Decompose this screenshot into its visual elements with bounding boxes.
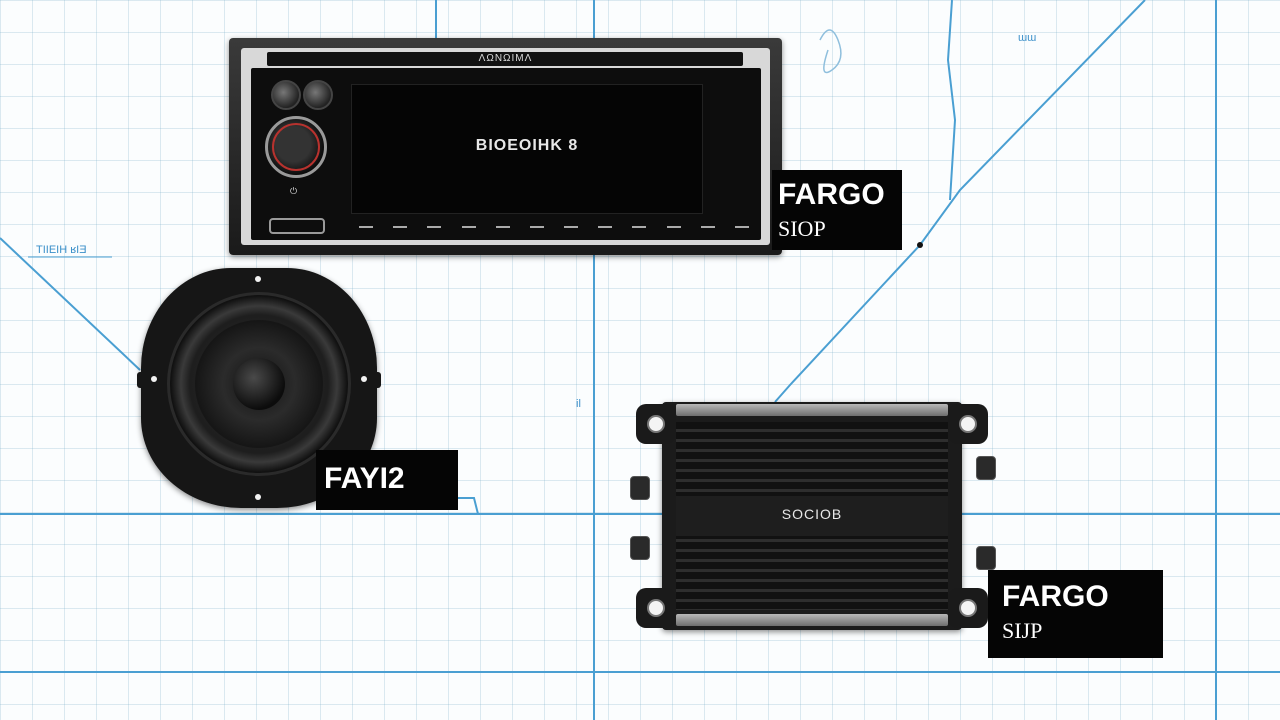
preset-button[interactable] [564, 220, 579, 228]
amp-label-plate: SOCIOB [676, 496, 948, 536]
amp-mount-ear [636, 588, 676, 628]
speaker-label-title: FAYI2 [324, 462, 405, 495]
scribble-mark [819, 29, 842, 74]
annotation-top-right: ɯɯ [1018, 32, 1037, 44]
preset-button[interactable] [632, 220, 647, 228]
head-unit-label-title: FARGO [778, 178, 885, 211]
preset-button[interactable] [598, 220, 613, 228]
amplifier-label: FARGO SIJP [988, 570, 1163, 658]
preset-button[interactable] [461, 220, 476, 228]
speaker-mount-hole [255, 276, 261, 282]
speaker-label: FAYI2 [316, 450, 458, 510]
annotation-center: il [576, 398, 581, 410]
amp-brand: SOCIOB [781, 506, 843, 522]
preset-button[interactable] [666, 220, 681, 228]
disc-slot [267, 52, 743, 66]
amp-mount-ear [948, 404, 988, 444]
head-unit-brand: ΛΩΝΩΙΜΛ [478, 53, 533, 64]
preset-button-row [359, 220, 749, 232]
preset-button[interactable] [393, 220, 408, 228]
preset-button[interactable] [427, 220, 442, 228]
preset-button[interactable] [529, 220, 544, 228]
speaker-mount-hole [151, 376, 157, 382]
knob-right-small[interactable] [303, 80, 333, 110]
amp-top-rail [676, 404, 948, 416]
amp-terminal [976, 546, 996, 570]
preset-button[interactable] [700, 220, 715, 228]
speaker-input-wire [0, 237, 141, 371]
vertical-wire-wavy [946, 0, 957, 201]
knob-left-small[interactable] [271, 80, 301, 110]
speaker-output-wire [458, 497, 479, 515]
amp-mount-ear [948, 588, 988, 628]
preset-button[interactable] [734, 220, 749, 228]
speaker-mount-tab [365, 372, 381, 388]
power-icon: ⏻ [290, 186, 298, 196]
display-text: BIOEOIHK 8 [475, 137, 579, 154]
amp-body: SOCIOB [662, 402, 962, 630]
speaker-mount-hole [255, 494, 261, 500]
annotation-left: TIIEIH ʁIƎ [36, 244, 87, 256]
speaker-mount-tab [137, 372, 153, 388]
preset-button[interactable] [495, 220, 510, 228]
speaker-dust-cap [233, 358, 285, 410]
amplifier-label-title: FARGO [1002, 580, 1109, 613]
volume-knob[interactable] [265, 116, 327, 178]
amplifier-label-subtitle: SIJP [1002, 618, 1043, 643]
amplifier[interactable]: SOCIOB [630, 402, 996, 630]
amp-terminal [630, 536, 650, 560]
junction-dot [917, 242, 923, 248]
head-unit[interactable]: ΛΩΝΩΙΜΛ ⏻ BIOEOIHK 8 [229, 38, 782, 255]
speaker-mount-hole [361, 376, 367, 382]
head-unit-display: BIOEOIHK 8 [351, 84, 703, 214]
amp-terminal [976, 456, 996, 480]
head-unit-label: FARGO SIOP [772, 170, 902, 250]
amp-mount-ear [636, 404, 676, 444]
eject-icon[interactable] [269, 218, 325, 234]
head-unit-label-subtitle: SIOP [778, 216, 826, 241]
preset-button[interactable] [359, 220, 373, 228]
amp-bottom-rail [676, 614, 948, 626]
amp-terminal [630, 476, 650, 500]
